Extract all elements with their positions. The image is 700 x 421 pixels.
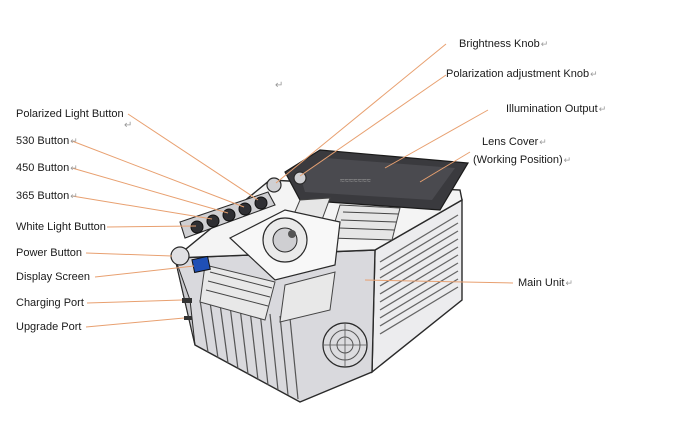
function-buttons [179, 191, 276, 239]
front-ribs [199, 299, 299, 400]
label-charging-port: Charging Port [16, 297, 84, 309]
lower-gratings [199, 264, 336, 323]
label-power-button: Power Button [16, 247, 83, 259]
label-brightness-knob: Brightness Knob↵ [459, 38, 549, 50]
leader-lines [71, 43, 514, 328]
label-365-button: 365 Button↵ [16, 190, 78, 202]
knobs [266, 171, 307, 193]
upgrade-port-shape [184, 316, 192, 320]
label-530-button: 530 Button↵ [16, 135, 78, 147]
label-working-position: (Working Position)↵ [473, 154, 572, 166]
power-button-shape [170, 246, 190, 266]
label-upgrade-port: Upgrade Port [16, 321, 82, 333]
label-polarization-knob: Polarization adjustment Knob↵ [446, 68, 598, 80]
label-main-unit: Main Unit↵ [518, 277, 574, 289]
charging-port-shape [182, 298, 192, 303]
label-illumination-output: Illumination Output↵ [506, 103, 607, 115]
lens-cover: ≈≈≈≈≈≈≈ [284, 149, 470, 211]
display-screen-shape [191, 255, 211, 274]
return-mark: ↵ [124, 120, 133, 131]
label-display-screen: Display Screen [16, 271, 90, 283]
side-vents [379, 214, 459, 335]
return-mark: ↵ [275, 80, 284, 91]
label-white-light-button: White Light Button [16, 221, 106, 233]
svg-text:≈≈≈≈≈≈≈: ≈≈≈≈≈≈≈ [340, 176, 371, 185]
fan-grille [322, 322, 368, 368]
sample-stage [228, 209, 341, 281]
label-lens-cover: Lens Cover↵ [482, 136, 547, 148]
label-450-button: 450 Button↵ [16, 162, 78, 174]
label-polarized-light-button: Polarized Light Button [16, 108, 124, 120]
